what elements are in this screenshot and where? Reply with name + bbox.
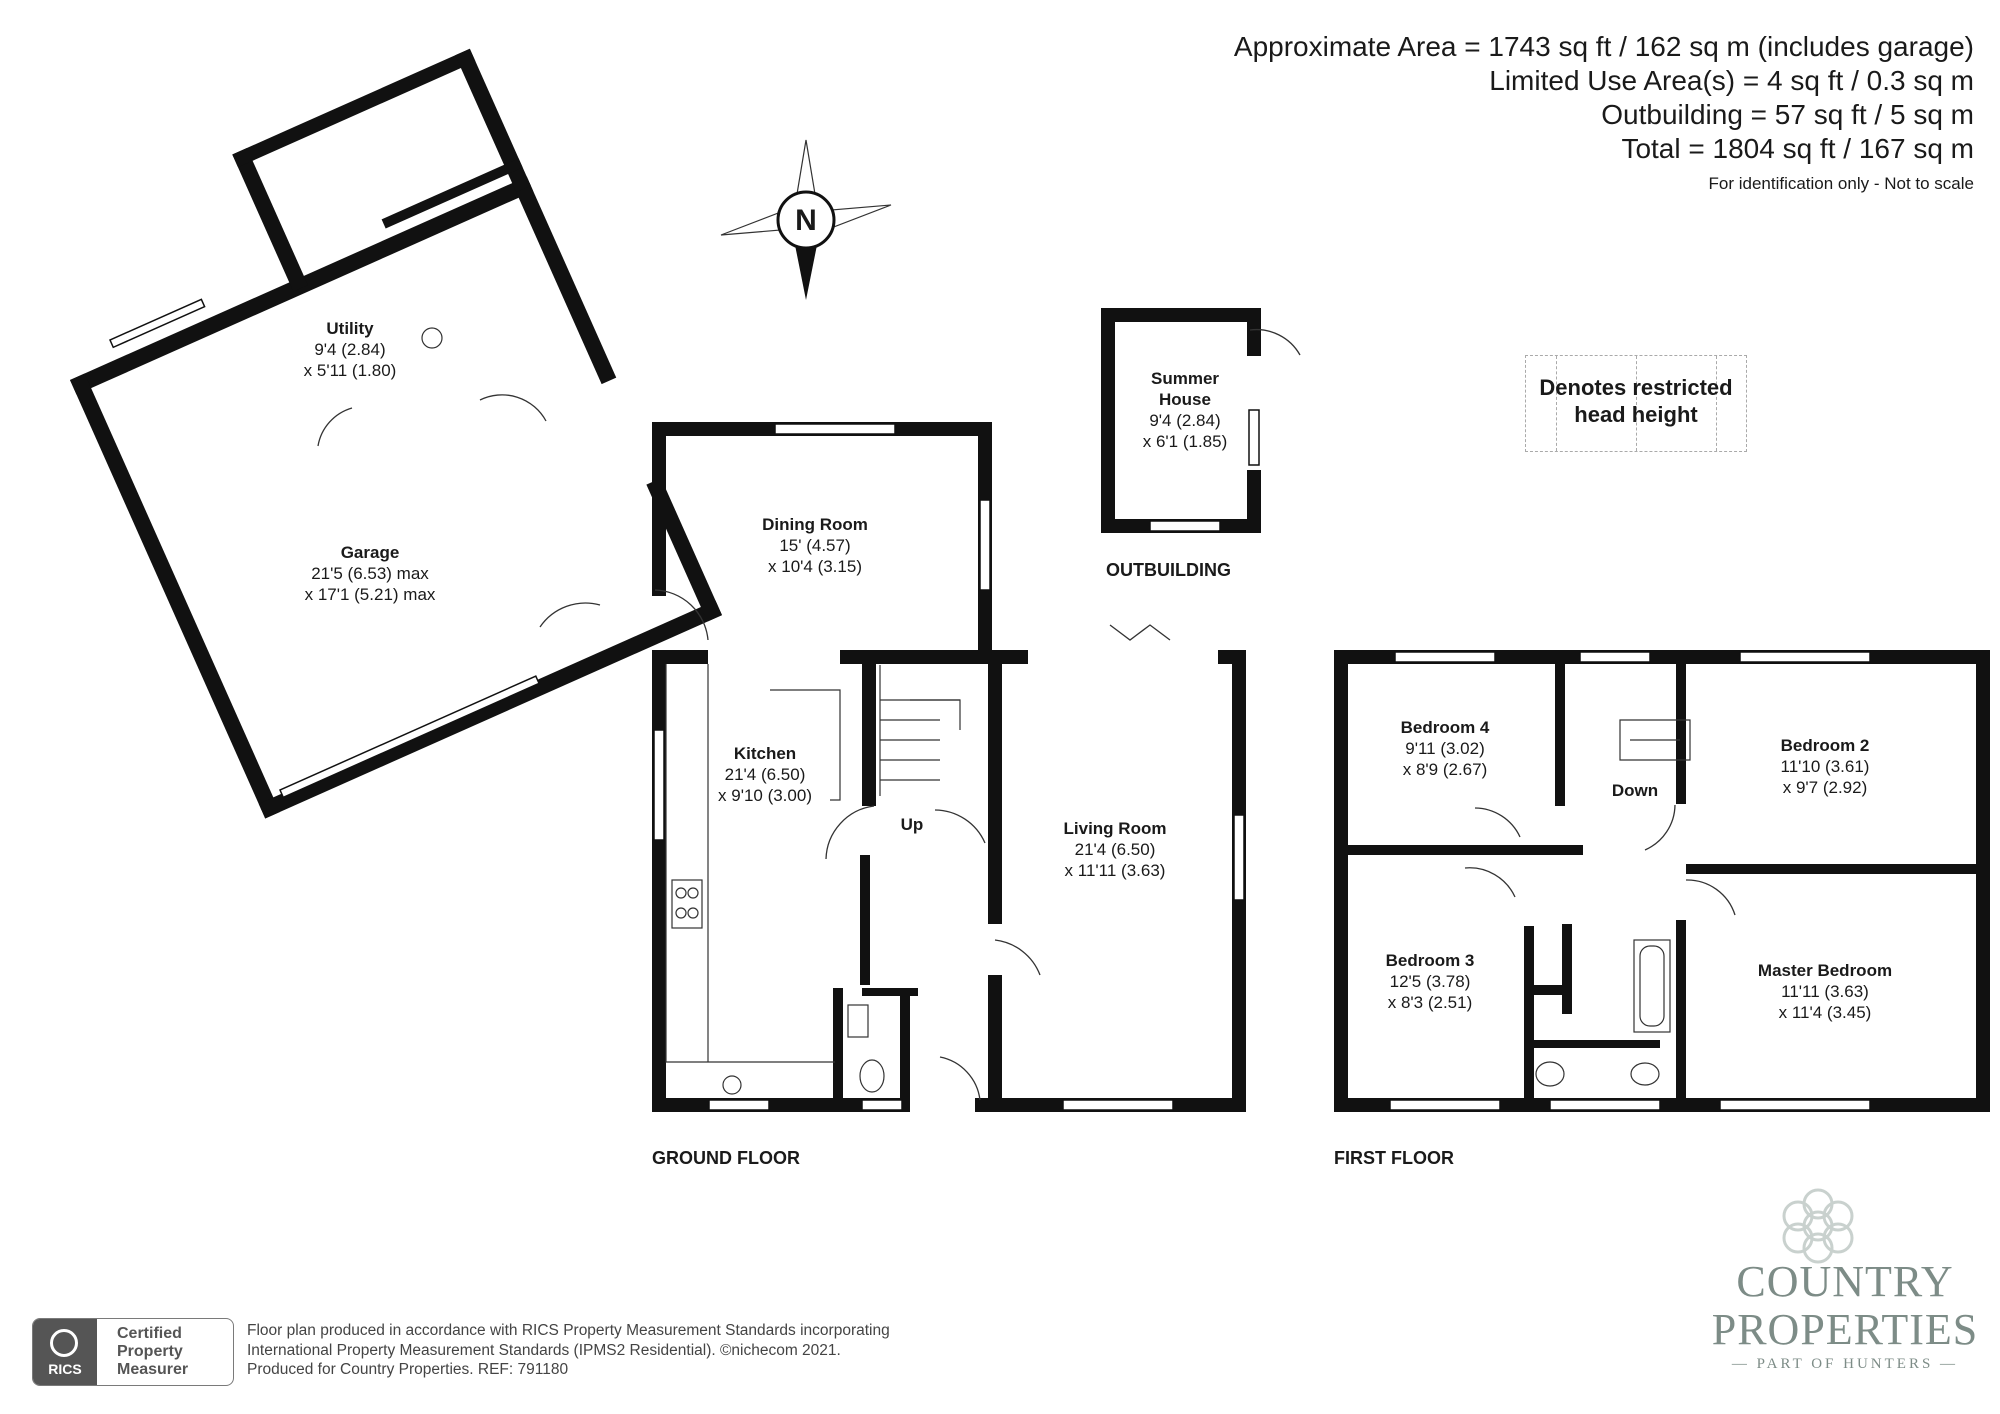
brand-line-2: PROPERTIES	[1711, 1305, 1979, 1354]
stairs-up-label: Up	[900, 815, 924, 834]
room-living: Living Room 21'4 (6.50) x 11'11 (3.63)	[1040, 818, 1190, 881]
brand-logo: COUNTRY PROPERTIES — PART OF HUNTERS —	[1700, 1258, 1990, 1373]
room-name: Bedroom 3	[1385, 951, 1475, 970]
room-dining: Dining Room 15' (4.57) x 10'4 (3.15)	[735, 514, 895, 577]
legend-hatch	[1556, 356, 1557, 451]
room-dim: 21'5 (6.53) max	[311, 564, 429, 583]
compass-north-label: N	[795, 204, 817, 237]
room-master-bedroom: Master Bedroom 11'11 (3.63) x 11'4 (3.45…	[1720, 960, 1930, 1023]
room-name: Living Room	[1063, 819, 1167, 838]
brand-seal-icon	[1782, 1188, 1854, 1264]
room-dim: x 9'10 (3.00)	[718, 786, 812, 805]
room-name: Dining Room	[762, 515, 868, 534]
ground-floor-label: GROUND FLOOR	[652, 1148, 800, 1168]
badge-line: Property	[117, 1343, 183, 1360]
garage-utility-walls	[70, 48, 723, 819]
legend-text: Denotes restricted head height	[1526, 374, 1746, 428]
outbuilding-area: Outbuilding = 57 sq ft / 5 sq m	[1601, 99, 1974, 130]
room-dim: x 11'11 (3.63)	[1064, 861, 1166, 880]
legend-hatch	[1636, 356, 1637, 451]
room-dim: 9'11 (3.02)	[1405, 739, 1485, 758]
room-utility: Utility 9'4 (2.84) x 5'11 (1.80)	[270, 318, 430, 381]
legend-line-1: Denotes restricted	[1539, 375, 1733, 400]
footer-line: International Property Measurement Stand…	[247, 1341, 841, 1359]
room-name: Master Bedroom	[1757, 961, 1893, 980]
rics-logo-text: RICS	[48, 1361, 82, 1377]
room-name: House	[1159, 390, 1211, 409]
badge-line: Measurer	[117, 1361, 189, 1378]
room-name: Summer	[1150, 369, 1220, 388]
room-bedroom-2: Bedroom 2 11'10 (3.61) x 9'7 (2.92)	[1745, 735, 1905, 798]
room-dim: 21'4 (6.50)	[1074, 840, 1156, 859]
footer-disclaimer: Floor plan produced in accordance with R…	[247, 1321, 890, 1380]
badge-line: Certified	[117, 1325, 182, 1342]
footer-line: Floor plan produced in accordance with R…	[247, 1322, 890, 1339]
room-name: Bedroom 4	[1400, 718, 1490, 737]
approximate-area: Approximate Area = 1743 sq ft / 162 sq m…	[1233, 31, 1974, 62]
room-name: Kitchen	[733, 744, 797, 763]
room-dim: x 9'7 (2.92)	[1782, 778, 1868, 797]
room-name: Garage	[340, 543, 400, 562]
room-dim: 12'5 (3.78)	[1389, 972, 1471, 991]
area-summary: Approximate Area = 1743 sq ft / 162 sq m…	[1234, 30, 1974, 194]
room-dim: x 8'9 (2.67)	[1402, 760, 1488, 779]
room-dim: 11'11 (3.63)	[1781, 982, 1869, 1001]
brand-line-3: — PART OF HUNTERS —	[1731, 1356, 1959, 1372]
room-bedroom-3: Bedroom 3 12'5 (3.78) x 8'3 (2.51)	[1350, 950, 1510, 1013]
outbuilding-label: OUTBUILDING	[1106, 560, 1231, 580]
room-kitchen: Kitchen 21'4 (6.50) x 9'10 (3.00)	[695, 743, 835, 806]
limited-use-area: Limited Use Area(s) = 4 sq ft / 0.3 sq m	[1489, 65, 1974, 96]
first-floor-label: FIRST FLOOR	[1334, 1148, 1454, 1168]
rics-certified-badge: RICS Certified Property Measurer	[32, 1318, 234, 1386]
room-dim: x 17'1 (5.21) max	[304, 585, 436, 604]
restricted-height-legend: Denotes restricted head height	[1525, 355, 1747, 452]
total-area: Total = 1804 sq ft / 167 sq m	[1621, 133, 1974, 164]
room-dim: 11'10 (3.61)	[1780, 757, 1870, 776]
room-dim: x 11'4 (3.45)	[1778, 1003, 1872, 1022]
scale-note: For identification only - Not to scale	[1708, 174, 1974, 193]
rics-logo-icon: RICS	[33, 1319, 97, 1385]
room-dim: x 8'3 (2.51)	[1387, 993, 1473, 1012]
room-name: Bedroom 2	[1780, 736, 1870, 755]
room-dim: 21'4 (6.50)	[724, 765, 806, 784]
footer-line: Produced for Country Properties. REF: 79…	[247, 1361, 569, 1378]
room-name: Utility	[326, 319, 374, 338]
rics-seal-ring	[50, 1329, 78, 1357]
room-bedroom-4: Bedroom 4 9'11 (3.02) x 8'9 (2.67)	[1365, 717, 1525, 780]
legend-line-2: head height	[1574, 402, 1698, 427]
room-dim: x 5'11 (1.80)	[303, 361, 397, 380]
room-dim: 9'4 (2.84)	[1149, 411, 1221, 430]
room-dim: 9'4 (2.84)	[314, 340, 386, 359]
room-garage: Garage 21'5 (6.53) max x 17'1 (5.21) max	[270, 542, 470, 605]
room-dim: x 10'4 (3.15)	[768, 557, 862, 576]
brand-line-1: COUNTRY	[1736, 1257, 1954, 1306]
room-dim: 15' (4.57)	[779, 536, 851, 555]
badge-text: Certified Property Measurer	[117, 1325, 188, 1379]
room-summer-house: Summer House 9'4 (2.84) x 6'1 (1.85)	[1120, 368, 1250, 452]
stairs-down-label: Down	[1611, 781, 1659, 800]
legend-hatch	[1716, 356, 1717, 451]
room-dim: x 6'1 (1.85)	[1142, 432, 1228, 451]
compass-rose-icon	[720, 139, 892, 300]
